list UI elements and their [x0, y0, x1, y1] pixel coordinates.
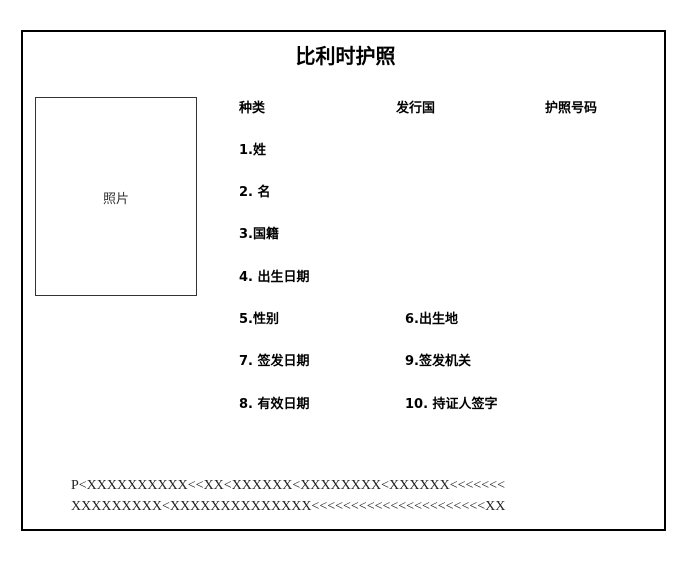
surname-label: 1.姓	[239, 143, 266, 158]
sex-label: 5.性别	[239, 312, 279, 327]
authority-label: 9.签发机关	[405, 354, 471, 369]
photo-box: 照片	[35, 97, 197, 296]
country-label: 发行国	[396, 101, 436, 116]
passport-frame	[21, 30, 666, 531]
signature-label: 10. 持证人签字	[405, 397, 498, 412]
mrz-line-1: P<XXXXXXXXXX<<XX<XXXXXX<XXXXXXXX<XXXXXX<…	[71, 478, 505, 493]
passport-number-label: 护照号码	[545, 101, 598, 116]
page-title: 比利时护照	[295, 44, 396, 68]
nationality-label: 3.国籍	[239, 227, 279, 242]
expiry-label: 8. 有效日期	[239, 397, 310, 412]
issue-date-label: 7. 签发日期	[239, 354, 310, 369]
type-label: 种类	[239, 101, 266, 116]
photo-label: 照片	[102, 192, 129, 207]
dob-label: 4. 出生日期	[239, 270, 310, 285]
given-name-label: 2. 名	[239, 185, 271, 200]
mrz-line-2: XXXXXXXXX<XXXXXXXXXXXXXX<<<<<<<<<<<<<<<<…	[71, 499, 506, 514]
pob-label: 6.出生地	[405, 312, 458, 327]
